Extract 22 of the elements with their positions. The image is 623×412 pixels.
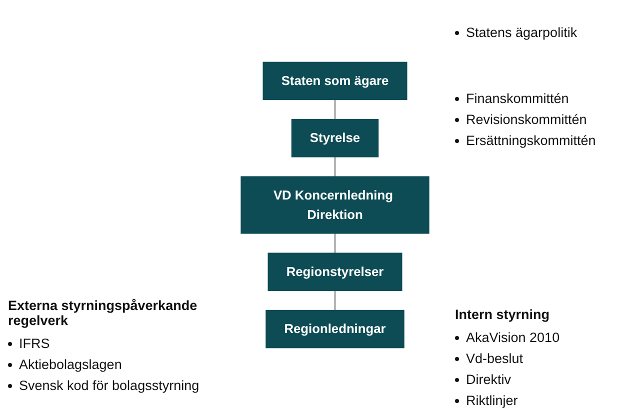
list-item: IFRS [19, 336, 50, 351]
list-item: Ersättningskommittén [466, 133, 596, 148]
list-item: Revisionskommittén [466, 112, 587, 127]
connector-line [334, 99, 336, 120]
list-item: Vd-beslut [466, 351, 524, 366]
list-item: Finanskommittén [466, 91, 569, 106]
connector-line [334, 232, 336, 254]
list-item: Aktiebolagslagen [19, 357, 122, 372]
process-box: Regionledningar [266, 310, 404, 348]
process-box: VD Koncernledning Direktion [240, 176, 430, 234]
list-item: Direktiv [466, 372, 512, 387]
process-box: Regionstyrelser [268, 252, 402, 291]
connector-line [334, 290, 336, 311]
process-box: Styrelse [291, 119, 379, 158]
process-box: Staten som ägare [262, 62, 408, 100]
list-item: Statens ägarpolitik [466, 25, 578, 40]
list-item: Svensk kod för bolagsstyrning [19, 378, 200, 393]
list-heading: Externa styrningspåverkande regelverk [8, 298, 198, 328]
list-item: Riktlinjer [466, 393, 518, 408]
list-heading: Intern styrning [455, 307, 551, 322]
connector-line [334, 156, 336, 178]
list-item: AkaVision 2010 [466, 330, 560, 345]
